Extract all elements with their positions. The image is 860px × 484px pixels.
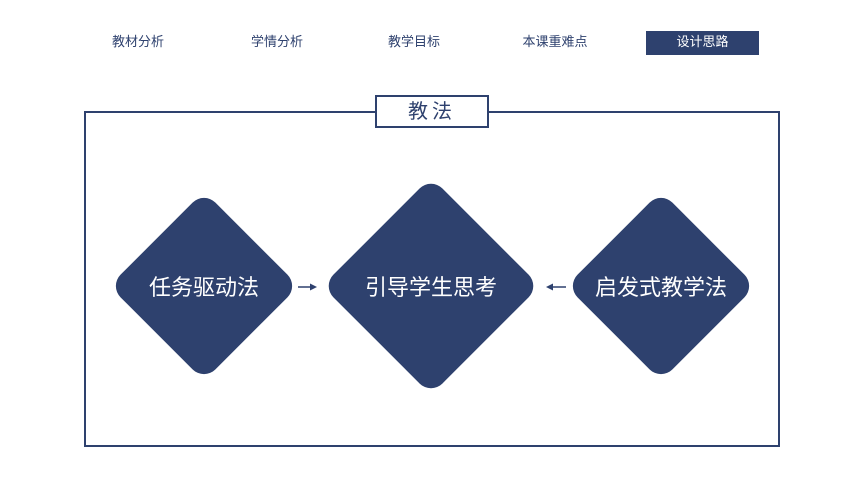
nav-tab-design-ideas[interactable]: 设计思路 — [646, 31, 759, 55]
nav-tab-key-difficulties[interactable]: 本课重难点 — [522, 35, 588, 50]
method-label-guide-thinking: 引导学生思考 — [364, 276, 497, 301]
nav-tab-teaching-objectives[interactable]: 教学目标 — [387, 35, 440, 50]
top-nav: 教材分析 学情分析 教学目标 本课重难点 设计思路 — [0, 31, 860, 55]
method-label-heuristic: 启发式教学法 — [594, 276, 727, 301]
arrow-right-to-center — [546, 283, 566, 291]
panel-title: 教法 — [375, 95, 489, 128]
method-label-task-driven: 任务驱动法 — [148, 276, 259, 301]
method-node-heuristic: 启发式教学法 — [566, 191, 756, 381]
method-node-task-driven: 任务驱动法 — [109, 191, 299, 381]
arrow-left-to-center — [298, 283, 317, 291]
nav-tab-learner-analysis[interactable]: 学情分析 — [250, 35, 303, 50]
method-node-guide-thinking: 引导学生思考 — [322, 177, 540, 395]
nav-tab-textbook-analysis[interactable]: 教材分析 — [111, 35, 164, 50]
